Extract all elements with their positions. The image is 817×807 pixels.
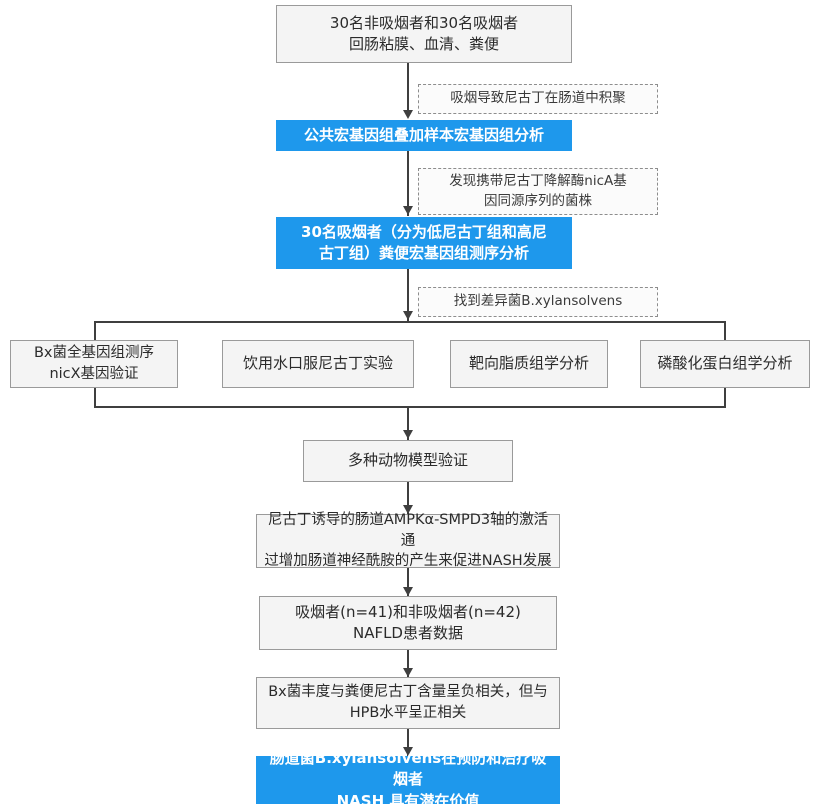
connector-branch-to-animal bbox=[407, 406, 409, 440]
note-differential-bacterium: 找到差异菌B.xylansolvens bbox=[418, 287, 658, 317]
node-conclusion-therapeutic-value[interactable]: 肠道菌B.xylansolvens在预防和治疗吸烟者 NASH 具有潜在价值 bbox=[256, 749, 560, 807]
node-drinking-water-nicotine-experiment[interactable]: 饮用水口服尼古丁实验 bbox=[222, 340, 414, 388]
connector-mechanism-to-patient bbox=[407, 568, 409, 596]
branch-rail-top bbox=[94, 321, 726, 323]
node-targeted-lipidomics[interactable]: 靶向脂质组学分析 bbox=[450, 340, 608, 388]
arrowhead-branch-to-animal bbox=[403, 430, 413, 439]
arrowhead-public-to-smoker bbox=[403, 206, 413, 215]
node-public-metagenome-analysis[interactable]: 公共宏基因组叠加样本宏基因组分析 bbox=[276, 120, 572, 151]
connector-patient-to-correlation bbox=[407, 650, 409, 677]
connector-public-to-smoker bbox=[407, 150, 409, 216]
arrowhead-patient-to-correlation bbox=[403, 668, 413, 677]
arrowhead-mechanism-to-patient bbox=[403, 587, 413, 596]
connector-correlation-to-conclusion bbox=[407, 729, 409, 756]
connector-animal-to-mechanism bbox=[407, 482, 409, 514]
arrowhead-animal-to-mechanism bbox=[403, 505, 413, 514]
branch-drop-left bbox=[94, 321, 96, 341]
connector-cohort-to-public bbox=[407, 62, 409, 114]
note-nicotine-accumulation: 吸烟导致尼古丁在肠道中积聚 bbox=[418, 84, 658, 114]
node-smoker-fecal-metagenome-sequencing[interactable]: 30名吸烟者（分为低尼古丁组和高尼 古丁组）粪便宏基因组测序分析 bbox=[276, 217, 572, 269]
node-ampk-smpd3-mechanism[interactable]: 尼古丁诱导的肠道AMPKα-SMPD3轴的激活通 过增加肠道神经酰胺的产生来促进… bbox=[256, 512, 560, 569]
node-animal-model-validation[interactable]: 多种动物模型验证 bbox=[303, 440, 513, 482]
branch-drop-right bbox=[724, 321, 726, 341]
arrowhead-correlation-to-conclusion bbox=[403, 747, 413, 756]
connector-smoker-to-branch bbox=[407, 268, 409, 322]
arrowhead-smoker-to-branch bbox=[403, 311, 413, 320]
arrowhead-cohort-to-public bbox=[403, 110, 413, 119]
branch-rise-left bbox=[94, 387, 96, 407]
branch-rail-bottom bbox=[94, 406, 726, 408]
node-bx-genome-nicx-validation[interactable]: Bx菌全基因组测序 nicX基因验证 bbox=[10, 340, 178, 388]
node-phosphoproteomics[interactable]: 磷酸化蛋白组学分析 bbox=[640, 340, 810, 388]
node-cohort-sampling[interactable]: 30名非吸烟者和30名吸烟者 回肠粘膜、血清、粪便 bbox=[276, 5, 572, 63]
branch-rise-right bbox=[724, 387, 726, 407]
note-nica-homolog-strains: 发现携带尼古丁降解酶nicA基 因同源序列的菌株 bbox=[418, 168, 658, 215]
node-nafld-patient-data[interactable]: 吸烟者(n=41)和非吸烟者(n=42) NAFLD患者数据 bbox=[259, 596, 557, 650]
node-bx-abundance-correlation[interactable]: Bx菌丰度与粪便尼古丁含量呈负相关，但与 HPB水平呈正相关 bbox=[256, 677, 560, 729]
